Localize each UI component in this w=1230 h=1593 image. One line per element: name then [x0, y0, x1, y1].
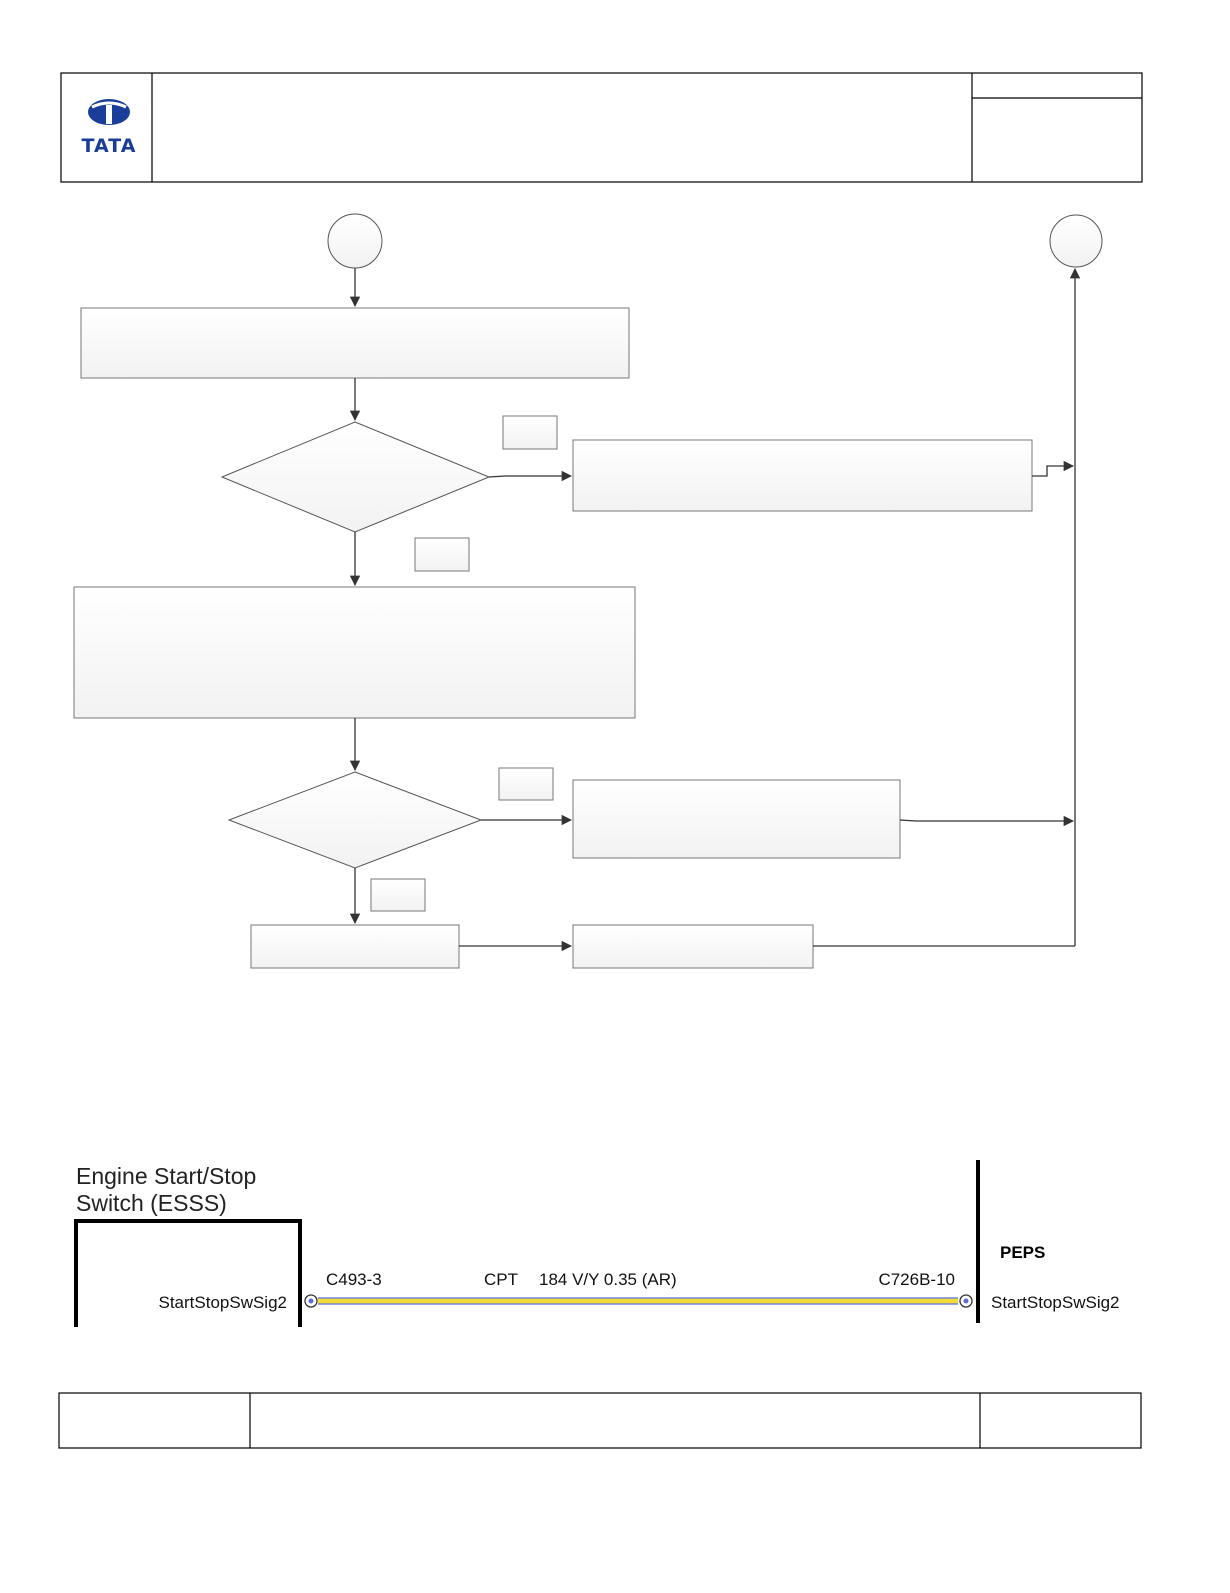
logo-wordmark: TATA: [82, 135, 137, 157]
branch-label-box-4: [370, 878, 426, 912]
circuit-type-label: CPT: [484, 1270, 518, 1289]
wire-spec-label: 184 V/Y 0.35 (AR): [539, 1270, 677, 1289]
process-box-4: [572, 779, 901, 859]
peps-pin-label: StartStopSwSig2: [991, 1293, 1120, 1312]
process-box-5: [250, 924, 460, 969]
left-connector-label: C493-3: [326, 1270, 382, 1289]
left-pin-terminal-icon: [304, 1294, 318, 1308]
esss-component-outline: [74, 1219, 302, 1327]
peps-title: PEPS: [1000, 1243, 1045, 1262]
esss-pin-label: StartStopSwSig2: [158, 1293, 287, 1312]
decision-2: [227, 771, 483, 869]
process-box-3: [73, 586, 636, 719]
footer-block: [58, 1392, 1142, 1449]
process-box-1: [80, 307, 630, 379]
wire-184: [318, 1297, 958, 1305]
right-connector-label: C726B-10: [878, 1270, 955, 1289]
right-pin-terminal-icon: [959, 1294, 973, 1308]
decision-1: [220, 421, 491, 533]
tata-emblem-icon: [88, 99, 130, 125]
flow-arrows: [349, 267, 1081, 952]
connector-start: [327, 213, 383, 269]
wiring-diagram: Engine Start/Stop Switch (ESSS) StartSto…: [74, 1160, 1120, 1327]
header-block: [60, 72, 1143, 183]
tata-logo: TATA: [82, 99, 137, 157]
branch-label-box-3: [498, 767, 554, 801]
flowchart: [73, 213, 1103, 969]
branch-label-box-2: [414, 537, 470, 572]
branch-label-box-1: [502, 415, 558, 450]
connector-end: [1049, 214, 1103, 268]
esss-title-line1: Engine Start/Stop: [76, 1163, 256, 1189]
process-box-6: [572, 924, 814, 969]
process-box-2: [572, 439, 1033, 512]
esss-title-line2: Switch (ESSS): [76, 1190, 227, 1216]
